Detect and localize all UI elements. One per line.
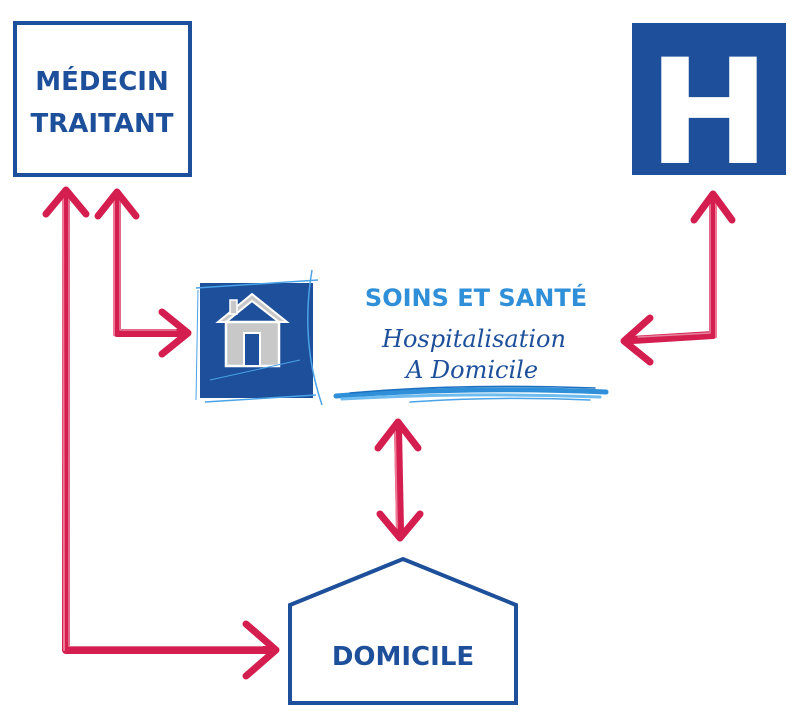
house-chimney: [229, 299, 238, 315]
home-label: DOMICILE: [332, 642, 474, 672]
home-shape: [288, 556, 518, 705]
hospital-letter: H: [648, 28, 770, 198]
doctor-box: [13, 21, 192, 177]
connection-arrows: [42, 186, 736, 680]
doctor-label-line2: TRAITANT: [31, 109, 174, 139]
arrow-had-home: [374, 418, 424, 542]
had-subtitle-line2: A Domicile: [404, 356, 538, 384]
had-subtitle-line1: Hospitalisation: [381, 325, 566, 353]
house-icon: [195, 269, 323, 406]
house-door: [243, 332, 261, 367]
home-node: DOMICILE: [288, 556, 518, 705]
hospital-node: H: [632, 23, 786, 198]
arrow-hospital-had: [620, 190, 736, 366]
arrow-doctor-home: [42, 186, 280, 680]
had-title: SOINS ET SANTÉ: [365, 283, 587, 312]
doctor-label-line1: MÉDECIN: [35, 65, 169, 97]
had-node: SOINS ET SANTÉ Hospitalisation A Domicil…: [195, 269, 609, 406]
arrow-doctor-had: [94, 188, 192, 358]
brush-stroke-underline: [333, 385, 609, 403]
hospital-sign-icon: [632, 23, 786, 175]
doctor-node: MÉDECIN TRAITANT: [13, 21, 192, 177]
